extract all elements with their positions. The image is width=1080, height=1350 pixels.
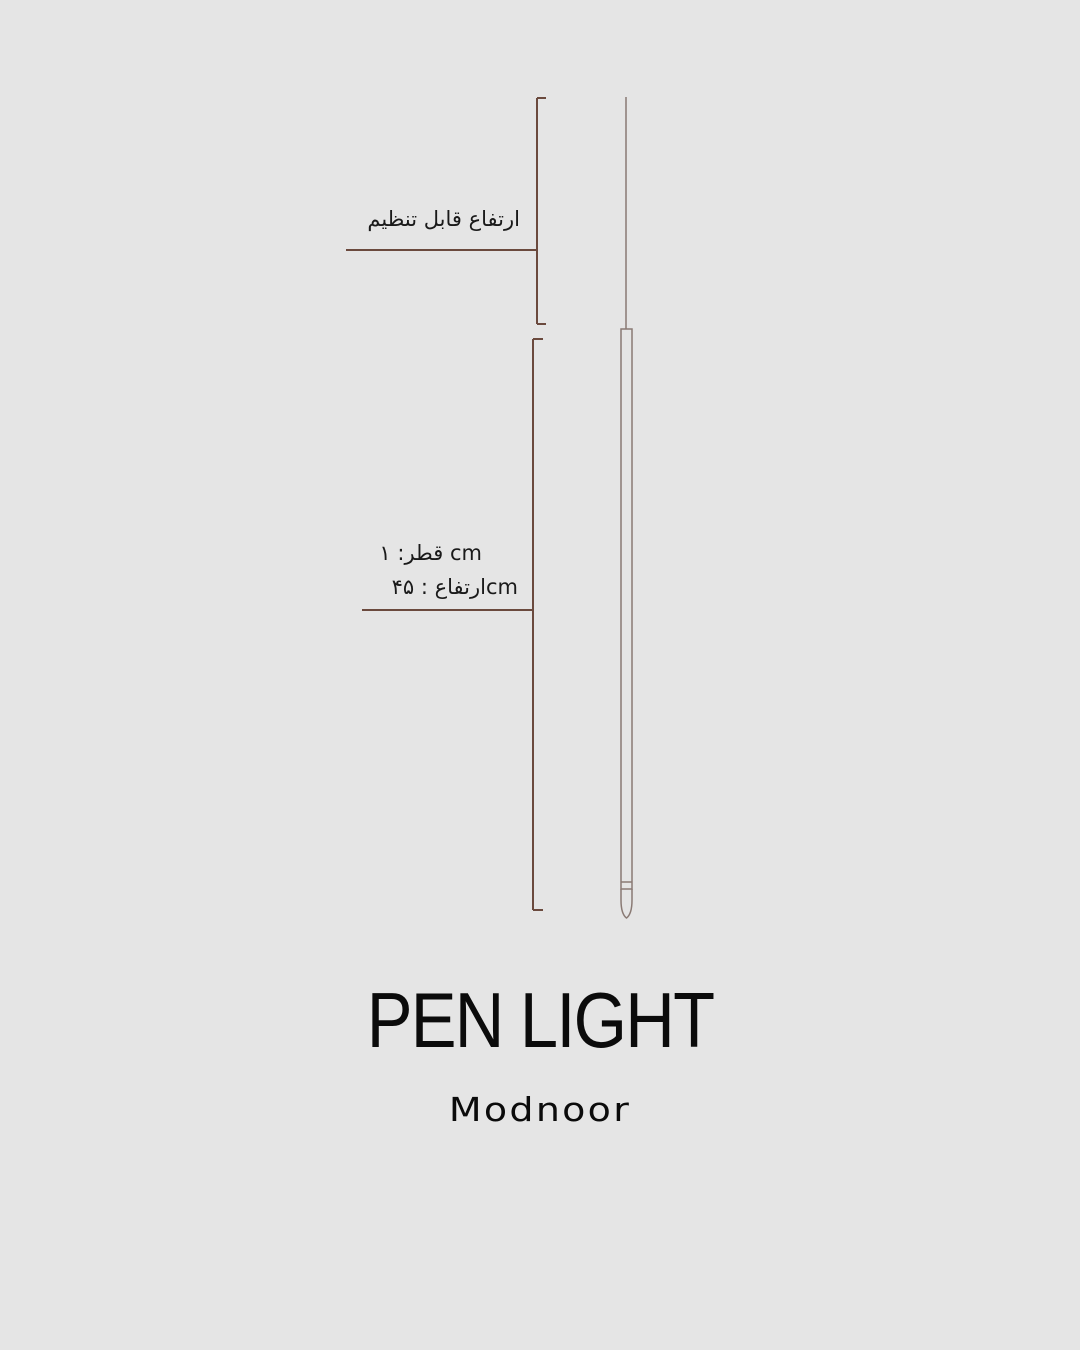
diameter-label: قطر: ۱ cm <box>379 541 482 565</box>
pen-light-drawing <box>620 97 633 919</box>
lamp-tip <box>620 889 633 919</box>
adjustable-height-label: ارتفاع قابل تنظیم <box>367 207 520 231</box>
product-title: PEN LIGHT <box>366 976 715 1064</box>
brand-logo-text: Modnoor <box>448 1090 632 1129</box>
height-label: ارتفاع : ۴۵cm <box>391 575 518 599</box>
adjustable-height-bracket <box>536 97 546 325</box>
body-height-bracket <box>532 338 543 911</box>
lamp-body <box>620 328 633 890</box>
